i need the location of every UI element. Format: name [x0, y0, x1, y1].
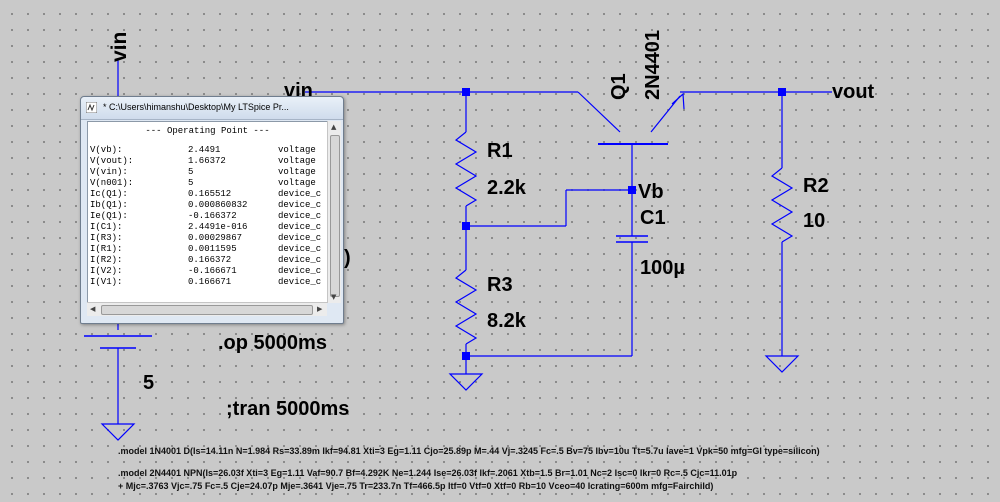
vertical-scroll-thumb[interactable] — [330, 135, 340, 297]
op-row-type: voltage — [278, 156, 316, 166]
op-row-value: 0.166671 — [188, 277, 232, 287]
op-row-type: device_c — [278, 200, 322, 210]
op-row-name: V(vb): — [90, 145, 123, 155]
op-row-value: 0.00029867 — [188, 233, 243, 243]
node-dot — [778, 88, 786, 96]
op-row-name: Ie(Q1): — [90, 211, 128, 221]
op-row-name: I(R2): — [90, 255, 123, 265]
r1-value[interactable]: 2.2k — [487, 177, 526, 199]
operating-point-window[interactable]: * C:\Users\himanshu\Desktop\My LTSpice P… — [80, 96, 344, 324]
op-row-type: device_c — [278, 277, 322, 287]
op-row-value: 2.4491 — [188, 145, 221, 155]
net-label-vout[interactable]: vout — [832, 81, 875, 103]
model-2n4401-line2[interactable]: + Mjc=.3763 Vjc=.75 Fc=.5 Cje=24.07p Mje… — [118, 481, 714, 491]
op-row-type: device_c — [278, 266, 322, 276]
op-row-type: device_c — [278, 222, 322, 232]
op-row-value: 5 — [188, 167, 194, 177]
op-row-value: 5 — [188, 178, 194, 188]
ltspice-icon — [86, 102, 97, 113]
scroll-up-icon[interactable]: ▲ — [331, 123, 337, 131]
node-dot — [462, 352, 470, 360]
r2-zigzag — [770, 167, 794, 243]
q1-ref-label[interactable]: Q1 — [608, 73, 630, 100]
op-row-name: V(n001): — [90, 178, 134, 188]
ground-r2 — [764, 355, 800, 373]
r3-value[interactable]: 8.2k — [487, 310, 526, 332]
r2-value[interactable]: 10 — [803, 210, 826, 232]
node-dot — [462, 88, 470, 96]
op-row-name: I(R3): — [90, 233, 123, 243]
op-row-name: I(C1): — [90, 222, 123, 232]
op-row-name: Ic(Q1): — [90, 189, 128, 199]
op-row-type: voltage — [278, 145, 316, 155]
q1-model-label[interactable]: 2N4401 — [642, 29, 664, 100]
op-row-value: 0.165512 — [188, 189, 232, 199]
op-directive[interactable]: .op 5000ms — [218, 332, 327, 354]
model-2n4401-line1[interactable]: .model 2N4401 NPN(Is=26.03f Xti=3 Eg=1.1… — [118, 468, 738, 478]
horizontal-scroll-thumb[interactable] — [101, 305, 313, 315]
scroll-down-icon[interactable]: ▼ — [331, 293, 337, 301]
op-row-name: V(vin): — [90, 167, 128, 177]
v1-value[interactable]: 5 — [143, 372, 155, 394]
op-row-value: 0.166372 — [188, 255, 232, 265]
op-row-name: V(vout): — [90, 156, 134, 166]
op-row-type: device_c — [278, 189, 322, 199]
op-row-name: I(R1): — [90, 244, 123, 254]
window-titlebar[interactable]: * C:\Users\himanshu\Desktop\My LTSpice P… — [81, 97, 343, 120]
op-row-type: device_c — [278, 244, 322, 254]
tran-directive[interactable]: ;tran 5000ms — [226, 398, 350, 420]
op-row-name: I(V2): — [90, 266, 123, 276]
op-row-type: device_c — [278, 211, 322, 221]
net-label-vin-top[interactable]: vin — [108, 31, 131, 62]
op-row-type: device_c — [278, 233, 322, 243]
op-row-value: 2.4491e-016 — [188, 222, 248, 232]
op-row-name: I(V1): — [90, 277, 123, 287]
net-label-vb[interactable]: Vb — [638, 181, 664, 203]
op-row-type: voltage — [278, 178, 316, 188]
ground-v1 — [100, 423, 136, 441]
r3-name[interactable]: R3 — [487, 274, 513, 296]
scroll-right-icon[interactable]: ▶ — [317, 305, 323, 313]
op-row-value: 1.66372 — [188, 156, 226, 166]
horizontal-scrollbar[interactable]: ◀ ▶ — [87, 302, 327, 316]
r2-name[interactable]: R2 — [803, 175, 829, 197]
r1-name[interactable]: R1 — [487, 140, 513, 162]
q1-emitter — [650, 95, 681, 133]
op-row-value: -0.166372 — [188, 211, 237, 221]
ground-r3 — [448, 373, 484, 391]
r3-zigzag — [454, 269, 478, 345]
op-row-value: -0.166671 — [188, 266, 237, 276]
op-row-value: 0.0011595 — [188, 244, 237, 254]
r1-zigzag — [454, 131, 478, 207]
op-row-type: voltage — [278, 167, 316, 177]
op-row-type: device_c — [278, 255, 322, 265]
scroll-left-icon[interactable]: ◀ — [90, 305, 96, 313]
op-row-name: Ib(Q1): — [90, 200, 128, 210]
op-header: --- Operating Point --- — [145, 126, 270, 136]
vertical-scrollbar[interactable]: ▲ ▼ — [327, 121, 341, 303]
model-1n4001[interactable]: .model 1N4001 D(Is=14.11n N=1.984 Rs=33.… — [118, 446, 820, 456]
node-dot — [462, 222, 470, 230]
q1-emitter-arrow — [671, 92, 685, 110]
q1-collector — [577, 91, 621, 133]
op-text-area[interactable]: --- Operating Point --- V(vb): 2.4491 volt… — [87, 121, 328, 303]
node-dot — [628, 186, 636, 194]
hidden-label-fragment: ) — [344, 247, 351, 269]
c1-name[interactable]: C1 — [640, 207, 666, 229]
op-row-value: 0.000860832 — [188, 200, 248, 210]
window-title: * C:\Users\himanshu\Desktop\My LTSpice P… — [103, 102, 289, 112]
c1-value[interactable]: 100µ — [640, 257, 685, 279]
